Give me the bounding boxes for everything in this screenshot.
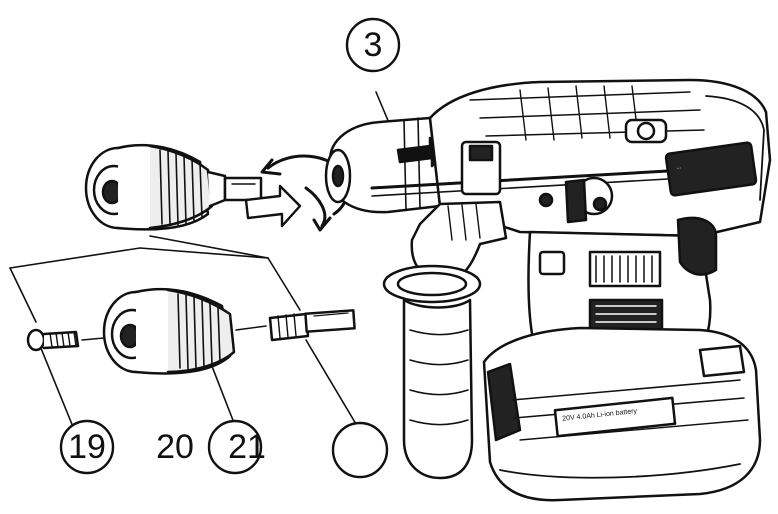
- callout-label-21: 21: [228, 428, 266, 466]
- screw-part: [26, 328, 105, 352]
- callout-circle-3: [345, 17, 401, 73]
- callout-label-19: 19: [68, 428, 106, 466]
- sds-adapter: [268, 309, 356, 342]
- upper-drill-chuck: [84, 143, 263, 231]
- callout-label-20: 20: [156, 428, 194, 466]
- callout-circle-21: [207, 419, 263, 475]
- lower-drill-chuck: [102, 287, 267, 375]
- rotary-hammer-drill: [324, 78, 772, 502]
- insert-arrow-icon: [244, 184, 302, 228]
- leader-lines: [9, 91, 393, 445]
- callout-circles: [59, 17, 401, 479]
- callout-circle-blank: [331, 421, 389, 479]
- callout-label-3: 3: [363, 26, 383, 64]
- callout-circle-19: [59, 419, 115, 475]
